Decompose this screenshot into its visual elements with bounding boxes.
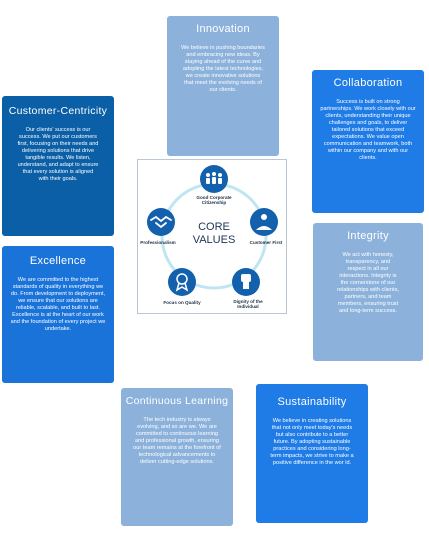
- card-title: Innovation: [196, 23, 250, 35]
- card-text: We believe in pushing boundaries and emb…: [181, 45, 265, 93]
- card-text: We believe in creating solutions that no…: [270, 418, 354, 466]
- card-text: We are committed to the highest standard…: [10, 277, 106, 332]
- collaboration-card: Collaboration Success is built on strong…: [312, 70, 424, 213]
- integrity-card: Integrity We act with honesty, transpare…: [313, 223, 423, 361]
- core-values-diagram: CORE VALUES Good Corporate Citizenship C…: [137, 159, 287, 314]
- card-title: Continuous Learning: [125, 395, 229, 407]
- node-professionalism: Professionalism: [140, 208, 176, 245]
- node-label: Good Corporate: [196, 195, 232, 200]
- node-label: Dignity of the: [233, 299, 263, 304]
- core-title-line1: CORE: [198, 221, 230, 233]
- badge-icon: [168, 268, 196, 296]
- core-title-line2: VALUES: [193, 234, 236, 246]
- node-label: Focus on Quality: [163, 300, 201, 305]
- card-title: Sustainability: [277, 396, 347, 408]
- node-quality: Focus on Quality: [163, 268, 201, 305]
- continuous-learning-card: Continuous Learning The tech industry is…: [121, 388, 233, 526]
- card-text: We act with honesty, transparency, and r…: [337, 252, 399, 314]
- excellence-card: Excellence We are committed to the highe…: [2, 246, 114, 383]
- card-title: Integrity: [347, 230, 389, 242]
- card-text: Success is built on strong partnerships.…: [320, 99, 416, 161]
- node-label: Professionalism: [140, 240, 176, 245]
- node-label: Citizenship: [202, 200, 227, 205]
- core-values-graphic: CORE VALUES Good Corporate Citizenship C…: [140, 165, 283, 309]
- customer-icon: [250, 208, 278, 236]
- card-text: Our clients' success is our success. We …: [17, 127, 99, 182]
- card-title: Excellence: [29, 255, 87, 267]
- node-label: Individual: [237, 304, 258, 309]
- innovation-card: Innovation We believe in pushing boundar…: [167, 16, 279, 156]
- card-text: The tech industry is always evolving, an…: [133, 417, 221, 465]
- node-customer-first: Customer First: [250, 208, 283, 245]
- node-citizenship: Good Corporate Citizenship: [196, 165, 232, 205]
- node-label: Customer First: [250, 240, 283, 245]
- card-title: Customer-Centricity: [8, 105, 108, 117]
- card-title: Collaboration: [333, 77, 403, 89]
- node-dignity: Dignity of the Individual: [232, 268, 263, 309]
- sustainability-card: Sustainability We believe in creating so…: [256, 384, 368, 523]
- customer-centricity-card: Customer-Centricity Our clients' success…: [2, 96, 114, 236]
